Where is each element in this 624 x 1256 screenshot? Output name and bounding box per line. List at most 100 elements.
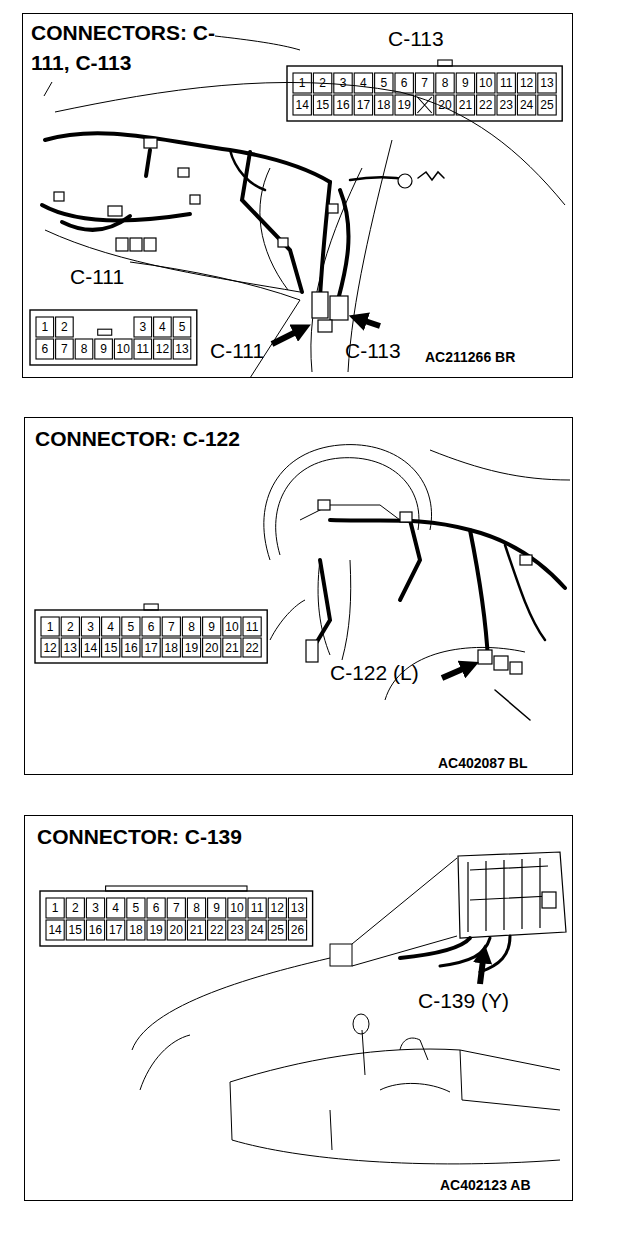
pin-number: 17 — [109, 924, 122, 936]
pin-cell — [41, 617, 59, 636]
wire-harness — [230, 150, 265, 190]
pin-number: 25 — [540, 99, 553, 111]
pin-number: 20 — [438, 99, 451, 111]
console-sketch — [400, 1038, 428, 1060]
pin-cell — [122, 617, 140, 636]
steering-sketch — [264, 445, 570, 700]
pin-number: 16 — [89, 924, 102, 936]
connector-face — [30, 60, 562, 946]
wire-harness — [400, 938, 470, 958]
pin-cell — [102, 638, 120, 657]
figure-code: AC402087 BL — [438, 756, 528, 770]
pin-cell — [288, 898, 306, 918]
pin-number: 22 — [210, 924, 223, 936]
connector-housing — [287, 66, 562, 121]
console-sketch — [353, 1014, 369, 1034]
small-connector — [478, 650, 492, 664]
console-sketch — [132, 958, 330, 1050]
pin-cell — [436, 73, 454, 93]
pin-cell — [517, 95, 535, 115]
pin-number: 6 — [401, 77, 408, 89]
small-connector — [54, 138, 412, 332]
small-connector — [178, 168, 189, 177]
small-connector — [144, 138, 157, 148]
pin-cell — [162, 617, 180, 636]
pin-number: 15 — [69, 924, 82, 936]
pin-number: 3 — [87, 621, 94, 633]
pin-number: 9 — [100, 343, 107, 355]
pin-cell — [334, 95, 352, 115]
pin-number: 19 — [149, 924, 162, 936]
pin-number: 19 — [185, 642, 198, 654]
pin-cell — [456, 73, 474, 93]
location-arrow — [272, 328, 304, 344]
pin-cell — [228, 920, 246, 940]
pin-cell — [147, 898, 165, 918]
pin-number: 13 — [540, 77, 553, 89]
control-unit — [458, 852, 566, 938]
lock-tab — [438, 60, 452, 66]
pin-cell — [86, 898, 104, 918]
dashboard-sketch — [250, 300, 300, 378]
pin-cell — [354, 95, 372, 115]
pin-cell — [395, 73, 413, 93]
console-sketch — [330, 1110, 332, 1150]
pin-cell — [122, 638, 140, 657]
pin-cell — [313, 73, 331, 93]
dashboard-sketch — [348, 140, 392, 372]
pin-cell — [248, 920, 266, 940]
pin-cell — [243, 617, 261, 636]
pin-cell — [81, 617, 99, 636]
callout-label: C-111 — [210, 340, 264, 361]
pin-number: 7 — [61, 343, 68, 355]
pin-number: 2 — [319, 77, 326, 89]
pin-number: 3 — [139, 321, 146, 333]
pin-cell — [313, 95, 331, 115]
pin-cell — [56, 317, 74, 337]
pin-number: 17 — [357, 99, 370, 111]
panel-title: CONNECTORS: C-111, C-113 — [31, 18, 216, 79]
pin-number: 9 — [208, 621, 215, 633]
pin-number: 10 — [225, 621, 238, 633]
pin-cell — [228, 898, 246, 918]
pin-number: 24 — [520, 99, 533, 111]
location-arrow — [442, 665, 472, 678]
connector-face — [30, 310, 197, 365]
pin-number: 6 — [148, 621, 155, 633]
pin-number: 8 — [193, 902, 200, 914]
small-connector — [306, 640, 318, 662]
pin-number: 15 — [104, 642, 117, 654]
pin-cell — [154, 339, 172, 359]
steering-sketch — [264, 445, 432, 560]
pin-cell — [167, 920, 185, 940]
pin-number: 12 — [271, 902, 284, 914]
pin-cell — [243, 638, 261, 657]
pin-cell — [56, 339, 74, 359]
pin-number: 12 — [43, 642, 56, 654]
dashboard-sketch — [260, 168, 288, 290]
connector-housing — [30, 310, 197, 365]
wire-harness — [312, 560, 330, 650]
dashboard-sketch — [45, 230, 300, 292]
pin-cell — [436, 95, 454, 115]
pin-number: 18 — [165, 642, 178, 654]
pin-number: 6 — [153, 902, 160, 914]
wire-harness — [470, 530, 488, 660]
small-connector — [510, 662, 522, 674]
small-connector — [318, 320, 332, 332]
pin-number: 20 — [170, 924, 183, 936]
dashboard-sketch — [215, 36, 300, 50]
pin-cell — [127, 920, 145, 940]
pin-number: 4 — [112, 902, 119, 914]
pin-number: 4 — [159, 321, 166, 333]
pin-cell — [134, 317, 152, 337]
wire-harness — [242, 152, 302, 292]
location-arrow — [480, 952, 484, 984]
connector-housing — [40, 891, 313, 946]
pin-number: 23 — [500, 99, 513, 111]
panel-title: CONNECTOR: C-122 — [35, 424, 355, 454]
pin-cell — [538, 95, 556, 115]
small-connector — [108, 206, 122, 216]
pin-number: 13 — [64, 642, 77, 654]
